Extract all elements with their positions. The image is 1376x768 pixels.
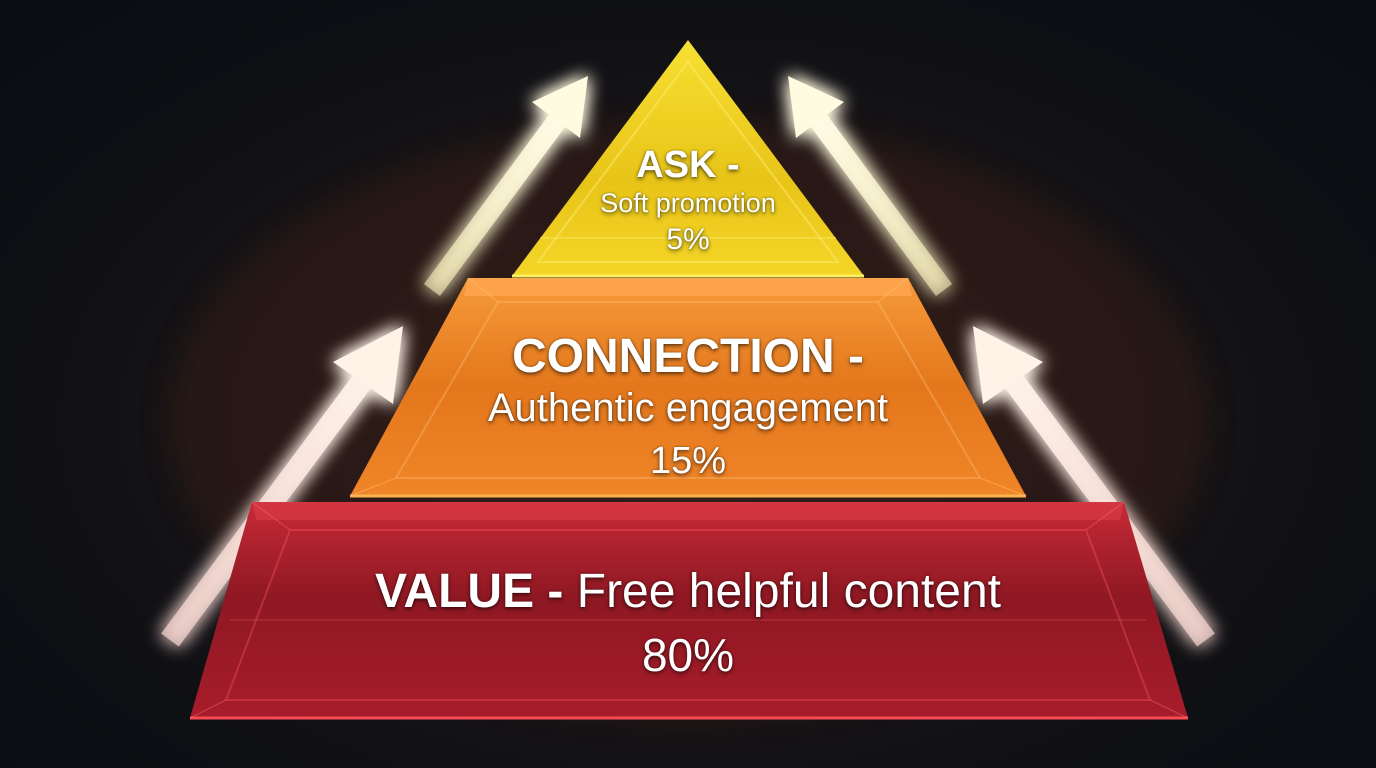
tier-value-title: VALUE - <box>374 565 564 618</box>
tier-ask-percent: 5% <box>666 223 710 256</box>
tier-connection <box>349 277 1027 498</box>
arrow-left-upper-icon <box>423 76 588 296</box>
tier-ask-title: ASK - <box>636 144 740 186</box>
arrow-right-lower-icon <box>973 326 1215 647</box>
tier-value-heading: VALUE - Free helpful content <box>0 568 1376 616</box>
arrow-right-upper-icon <box>788 76 953 296</box>
tier-ask <box>512 40 864 278</box>
tier-value-percent: 80% <box>641 629 735 681</box>
tier-value <box>189 501 1189 720</box>
tier-connection-subtitle: Authentic engagement <box>487 386 889 430</box>
tier-connection-title: CONNECTION - <box>512 330 864 383</box>
arrow-left-lower-icon <box>161 326 403 647</box>
tier-value-subtitle: Free helpful content <box>576 565 1002 618</box>
tier-ask-subtitle: Soft promotion <box>600 188 776 218</box>
tier-connection-percent: 15% <box>649 440 727 482</box>
